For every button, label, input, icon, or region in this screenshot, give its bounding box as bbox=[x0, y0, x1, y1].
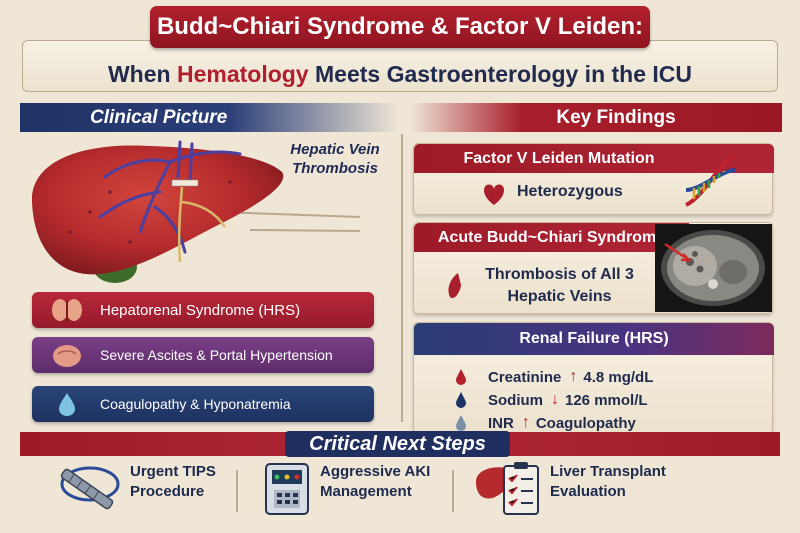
hrs-pill: Hepatorenal Syndrome (HRS) bbox=[32, 292, 374, 328]
step-aki: Aggressive AKI Management bbox=[320, 462, 430, 522]
budd-chiari-title: Acute Budd~Chiari Syndrome bbox=[414, 223, 689, 252]
hrs-label: Hepatorenal Syndrome (HRS) bbox=[100, 301, 301, 319]
lab-name: INR bbox=[488, 414, 514, 432]
ct-scan-image bbox=[655, 224, 772, 312]
liver-small-icon bbox=[448, 273, 461, 299]
droplet-icon bbox=[59, 393, 75, 416]
budd-chiari-text: Thrombosis of All 3 Hepatic Veins bbox=[472, 264, 647, 308]
clinical-picture-title: Clinical Picture bbox=[90, 106, 228, 128]
title-line1: Budd~Chiari Syndrome & Factor V Leiden: bbox=[156, 13, 644, 40]
lab-name: Creatinine bbox=[488, 368, 562, 386]
next-steps-title: Critical Next Steps bbox=[309, 432, 486, 455]
step-separator bbox=[452, 470, 454, 512]
factor-v-value: Heterozygous bbox=[517, 183, 623, 200]
step-tips: Urgent TIPS Procedure bbox=[130, 462, 216, 522]
lab-value: Coagulopathy bbox=[535, 414, 636, 432]
ascites-label: Severe Ascites & Portal Hypertension bbox=[100, 347, 333, 363]
clinical-picture-header: Clinical Picture bbox=[20, 103, 400, 132]
stent-icon bbox=[60, 466, 120, 510]
key-findings-title: Key Findings bbox=[556, 106, 676, 128]
key-findings-header: Key Findings bbox=[410, 103, 782, 132]
heart-shape-icon bbox=[483, 184, 505, 205]
factor-v-title: Factor V Leiden Mutation bbox=[414, 144, 774, 173]
step-transplant-line1: Liver Transplant bbox=[550, 463, 666, 480]
renal-failure-title: Renal Failure (HRS) bbox=[414, 323, 774, 355]
factor-v-card: Factor V Leiden Mutation Heterozygous bbox=[413, 143, 774, 215]
title-banner: Budd~Chiari Syndrome & Factor V Leiden: bbox=[150, 6, 650, 48]
lab-arrow: ↓ bbox=[551, 391, 559, 408]
step-separator bbox=[236, 470, 238, 512]
renal-failure-card: Renal Failure (HRS) Creatinine ↑ 4.8 mg/… bbox=[413, 322, 774, 434]
kidney-icon bbox=[52, 299, 82, 321]
lab-row-creatinine: Creatinine ↑ 4.8 mg/dL bbox=[454, 366, 653, 388]
step-tips-line2: Procedure bbox=[130, 483, 205, 500]
budd-chiari-line1: Thrombosis of All 3 bbox=[485, 266, 634, 283]
column-divider bbox=[401, 134, 403, 422]
step-tips-line1: Urgent TIPS bbox=[130, 463, 216, 480]
budd-chiari-card: Acute Budd~Chiari Syndrome Thrombosis of… bbox=[413, 222, 773, 314]
hepatic-vein-label: Hepatic Vein Thrombosis bbox=[290, 141, 380, 177]
lab-name: Sodium bbox=[488, 391, 543, 409]
step-transplant-line2: Evaluation bbox=[550, 483, 626, 500]
coagulopathy-label: Coagulopathy & Hyponatremia bbox=[100, 396, 291, 412]
lab-value: 4.8 mg/dL bbox=[583, 368, 654, 386]
step-aki-line2: Management bbox=[320, 483, 412, 500]
subtitle-pre: When bbox=[107, 60, 177, 87]
abdomen-icon bbox=[53, 345, 81, 367]
subtitle-post: Meets Gastroenterology in the ICU bbox=[308, 60, 693, 87]
next-steps-header: Critical Next Steps bbox=[285, 431, 510, 457]
subtitle: When Hematology Meets Gastroenterology i… bbox=[22, 56, 778, 92]
liver-illustration bbox=[31, 140, 361, 283]
coagulopathy-pill: Coagulopathy & Hyponatremia bbox=[32, 386, 374, 422]
lab-arrow: ↑ bbox=[521, 414, 530, 431]
blood-drop-icon bbox=[456, 369, 466, 385]
lab-value: 126 mmol/L bbox=[565, 391, 648, 409]
lab-row-inr: INR ↑ Coagulopathy bbox=[454, 412, 636, 434]
lab-row-sodium: Sodium ↓ 126 mmol/L bbox=[454, 389, 648, 411]
subtitle-highlight: Hematology bbox=[176, 60, 309, 87]
dna-icon bbox=[684, 153, 738, 207]
lab-arrow: ↑ bbox=[569, 368, 578, 385]
ascites-pill: Severe Ascites & Portal Hypertension bbox=[32, 337, 374, 373]
dialysis-machine-icon bbox=[265, 463, 309, 515]
step-transplant: Liver Transplant Evaluation bbox=[550, 462, 666, 522]
sodium-drop-icon bbox=[456, 392, 466, 408]
budd-chiari-line2: Hepatic Veins bbox=[507, 288, 612, 305]
clipboard-liver-icon bbox=[476, 462, 539, 515]
inr-drop-icon bbox=[456, 415, 466, 431]
step-aki-line1: Aggressive AKI bbox=[320, 463, 431, 480]
